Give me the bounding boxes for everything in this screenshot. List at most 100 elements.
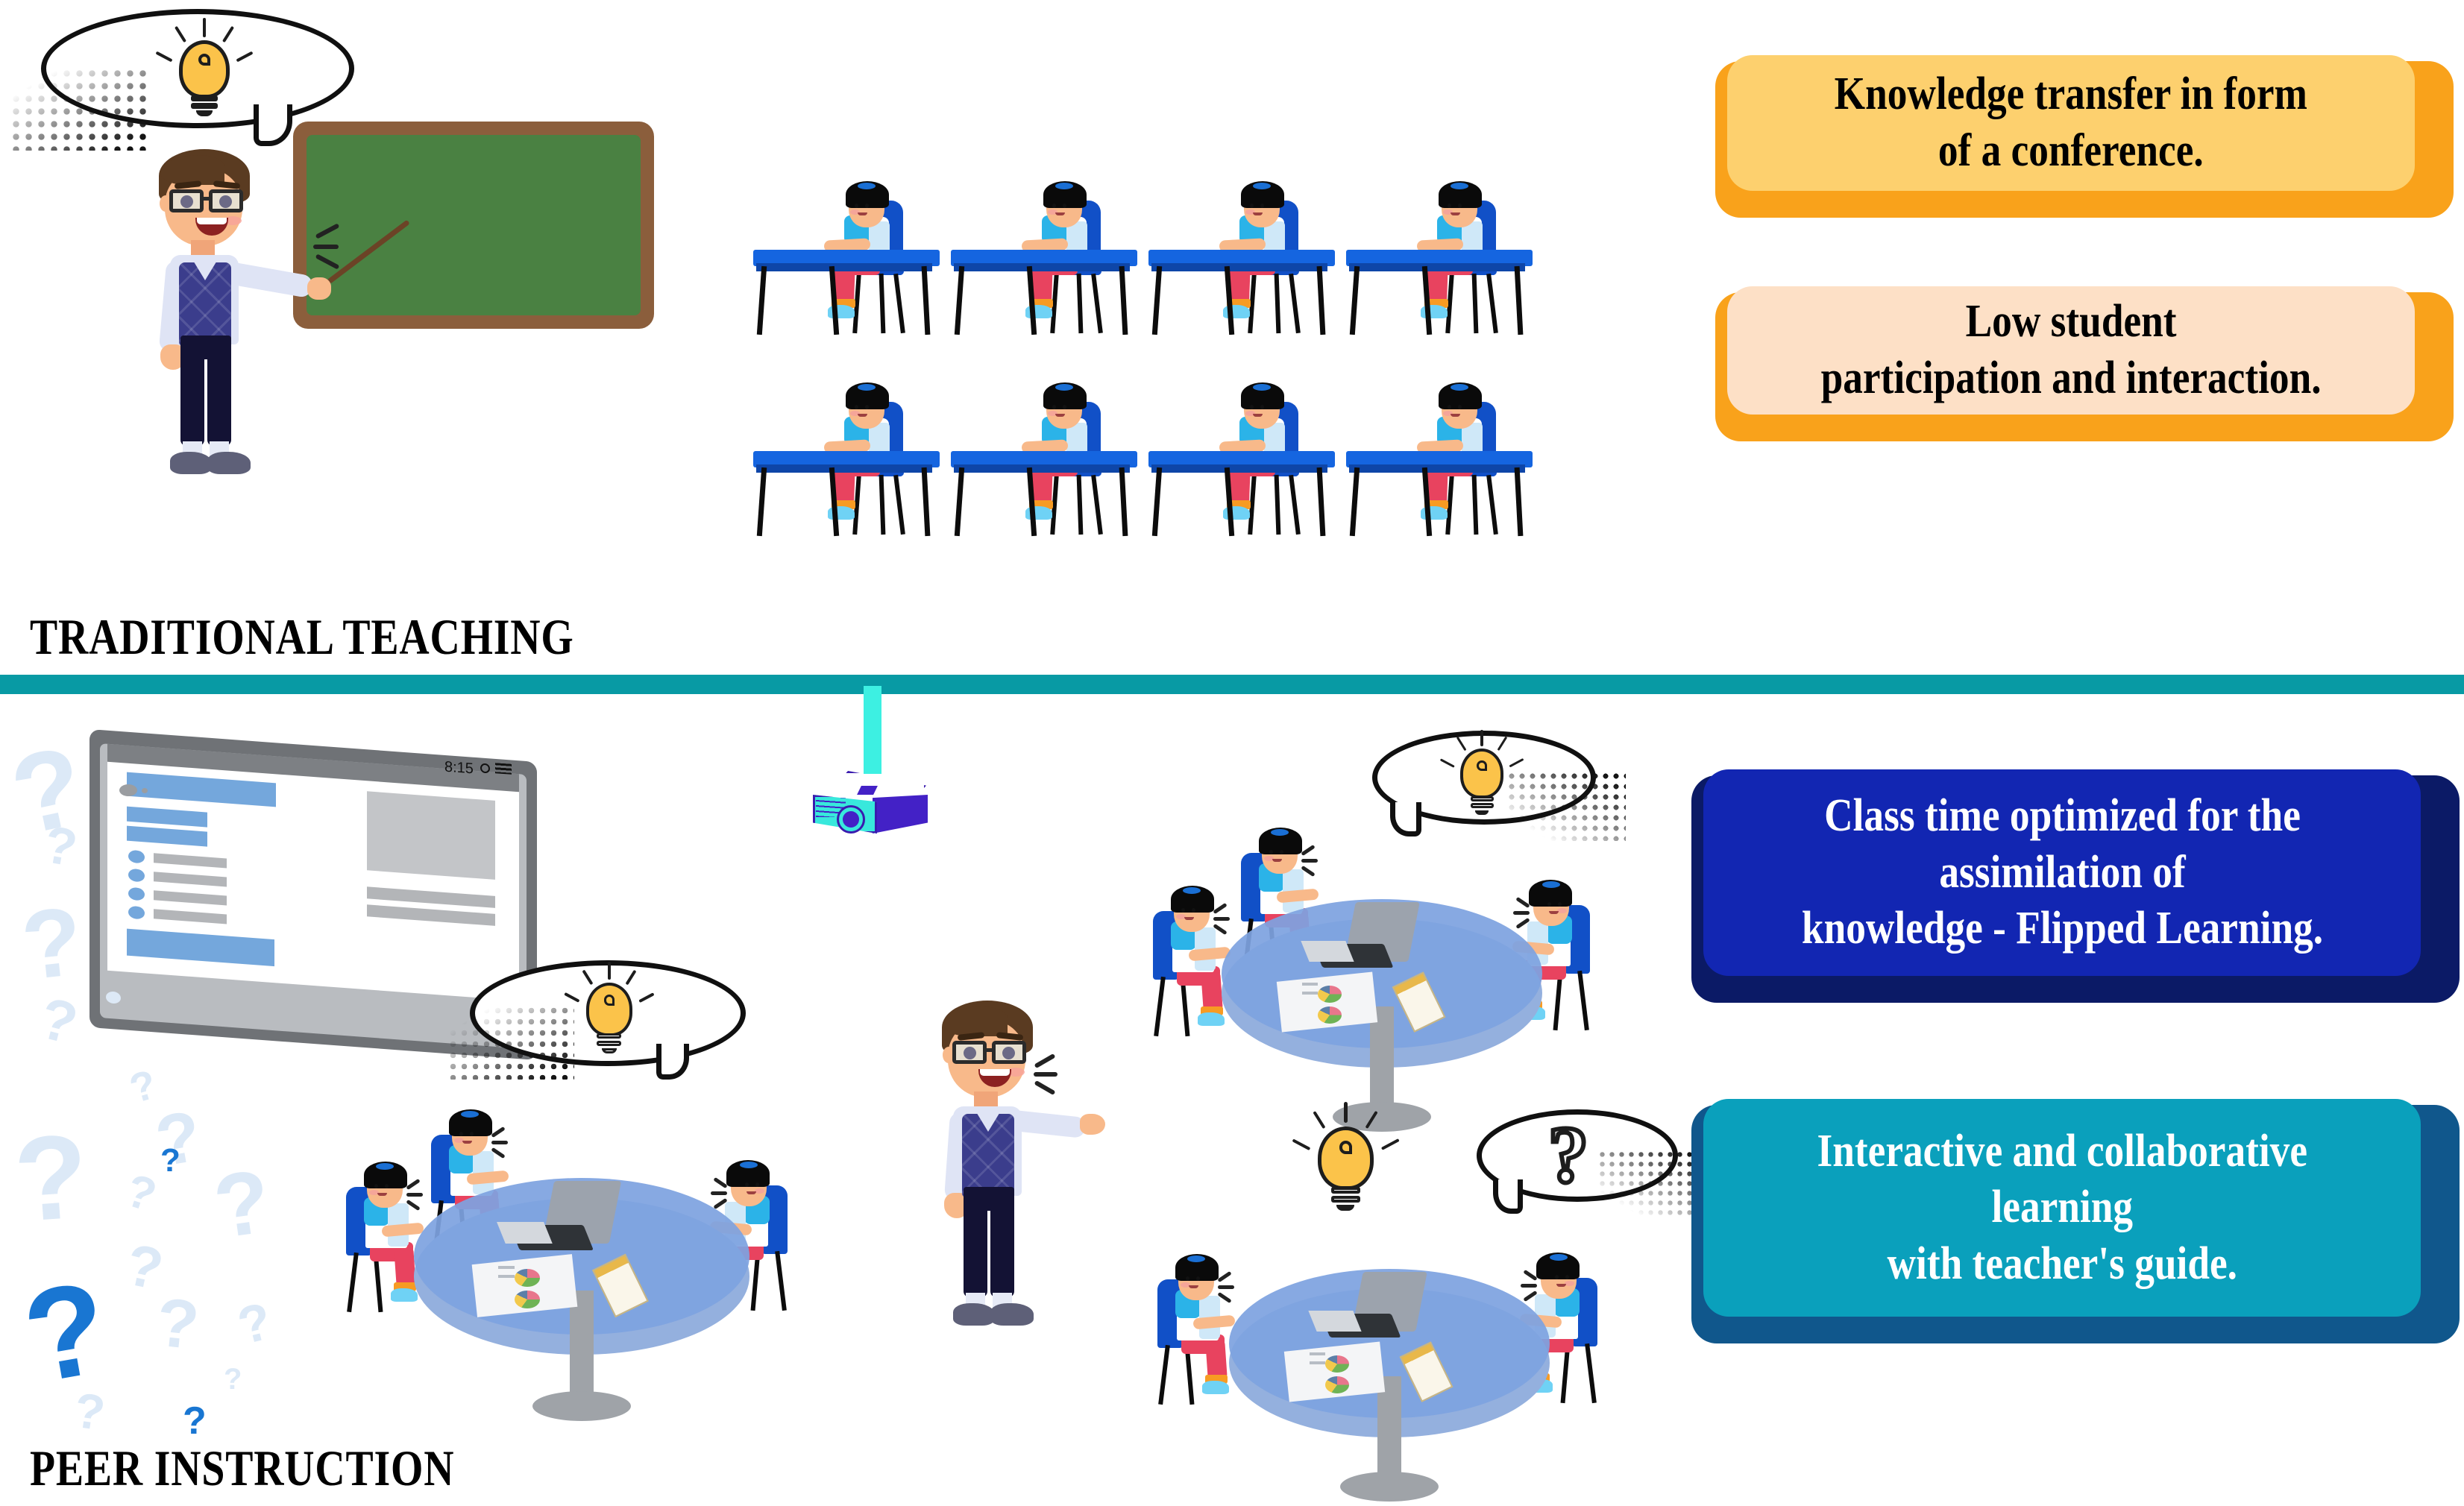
teacher-vest [962,1114,1014,1197]
bullet-dot [128,849,145,864]
projector-lens [837,805,865,834]
peer-instruction-illustration: 8:15 [0,686,1709,1506]
desk-leg [954,265,965,335]
student-mouth [1253,414,1263,417]
pie-chart [1325,1355,1350,1373]
student-blush [369,1190,379,1195]
teacher-hair-sweep [943,1006,1008,1036]
card-line-2: learning [1991,1182,2133,1233]
student-eye [1196,1276,1200,1281]
pie-chart [1325,1376,1350,1393]
card-face: Interactive and collaborative learning w… [1703,1099,2421,1317]
teacher-shoe [990,1303,1034,1326]
round-table [1222,899,1542,1132]
student-eye [385,1184,389,1188]
chair-leg [1289,273,1301,334]
bulb-ray [582,969,593,985]
student-hair-tuft [1550,1254,1568,1261]
desk-apron [1349,263,1525,271]
pie-chart [515,1291,540,1309]
bulb-base [1330,1187,1361,1194]
bullet-line [154,853,227,869]
desk-apron [756,464,932,473]
bulb-ray [203,18,206,37]
desk-top [1346,250,1533,266]
laptop-base [1301,941,1354,962]
teacher-teeth [197,218,227,224]
student-eye [1250,204,1254,208]
glasses-bridge [986,1048,993,1052]
chair-leg [1471,273,1479,334]
bulb-ray [625,969,637,985]
chair-leg [1076,474,1084,535]
paper-text-line [497,1265,515,1269]
bulb-base [601,1048,617,1053]
student-at-desk [951,376,1171,537]
student-mouth [462,1141,472,1144]
chair-leg [879,273,886,334]
table-base [532,1390,631,1421]
card-line-2: assimilation of [1938,846,2186,898]
bulb-ray [1365,1110,1379,1130]
teacher-ear [943,1047,955,1063]
bulb-ray [221,25,235,43]
bulb-ray [1497,736,1508,752]
desk-top [1346,451,1533,467]
teacher-figure-peer [925,1001,1105,1336]
desk-leg [756,467,767,537]
student-mouth [1184,917,1194,920]
desk-top [951,250,1137,266]
teacher-shoe [953,1303,995,1326]
teacher-teeth [980,1069,1010,1076]
student-eye [1186,1276,1189,1281]
pie-chart [1318,986,1342,1003]
student-blush [1443,209,1453,215]
student-hair-tuft [1187,1255,1205,1262]
bulb-ray [638,992,655,1003]
desk-leg [756,265,767,335]
thought-bubble-tail [254,104,292,146]
page-image-placeholder [367,791,495,880]
round-table [1229,1269,1550,1502]
student-mouth [858,212,867,215]
student-hair-tuft [740,1162,758,1168]
speech-emphasis-line [491,1126,506,1138]
card-line-1: Knowledge transfer in form [1834,69,2308,120]
student-eye [1052,405,1056,409]
laptop-base [497,1221,553,1244]
student-mouth [1451,212,1460,215]
card-low-participation: Low student participation and interactio… [1702,276,2454,441]
student-blush [1245,411,1255,416]
bubble-lightbulb [1439,729,1524,823]
student-at-table [1150,877,1262,1037]
student-mouth [1272,859,1282,862]
speech-emphasis-line [406,1193,423,1197]
teacher-shoe [170,452,212,474]
round-table-bottom-right: ? [1157,1101,1709,1502]
student-at-table [1154,1245,1266,1405]
chair-leg [1577,970,1589,1031]
section-label-peer-instruction: PEER INSTRUCTION [30,1440,455,1496]
card-line-1: Low student [1965,296,2177,347]
lightbulb-icon [1292,1101,1400,1216]
bullet-line [154,909,227,924]
desk-leg [1514,467,1524,537]
student-eye [1192,908,1195,913]
card-class-time-optimized: Class time optimized for the assimilatio… [1678,759,2460,1003]
round-table-left [346,960,791,1421]
page-text-line [367,904,495,926]
student-eye [1250,405,1254,409]
projector [805,686,955,859]
tap-mark [313,245,339,249]
bulb-ray [1313,1110,1327,1130]
desk-top [1148,451,1335,467]
teacher-eye [219,195,232,208]
bulb-filament [1339,1141,1353,1154]
table-stem [1370,1006,1394,1114]
student-bubble-group [447,960,753,1109]
screen-search-icon [480,763,490,774]
desk-apron [954,464,1130,473]
desk-apron [1349,464,1525,473]
bulb-base [1330,1196,1361,1203]
speech-emphasis-line [1301,844,1316,857]
